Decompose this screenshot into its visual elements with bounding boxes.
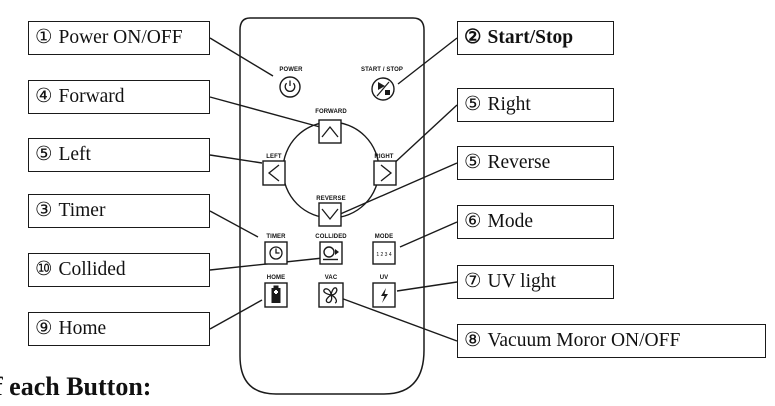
leader-power <box>209 37 274 77</box>
callout-start-stop-text: Start/Stop <box>487 27 574 48</box>
callout-home-text: Home <box>58 318 107 339</box>
section-heading: f each Button: <box>0 372 152 401</box>
chevron-down-icon <box>321 208 339 221</box>
leader-timer <box>209 210 259 238</box>
play-pause-icon <box>376 81 390 97</box>
mode-digits-icon: 1 2 3 4 <box>376 252 392 258</box>
collided-label: COLLIDED <box>315 234 347 240</box>
collision-icon <box>323 246 339 261</box>
forward-button[interactable] <box>318 119 342 144</box>
callout-reverse-number: ⑤ <box>464 152 482 173</box>
leader-uv <box>396 281 458 292</box>
timer-button[interactable] <box>264 241 288 265</box>
callout-right-text: Right <box>487 94 531 115</box>
callout-forward-text: Forward <box>58 86 125 107</box>
uv-button[interactable] <box>372 282 396 308</box>
leader-left <box>209 154 263 164</box>
power-label: POWER <box>279 67 303 73</box>
callout-timer-number: ③ <box>35 200 53 221</box>
chevron-left-icon <box>267 164 280 182</box>
reverse-button[interactable] <box>318 202 342 227</box>
reverse-label: REVERSE <box>316 196 345 202</box>
left-label: LEFT <box>266 154 282 160</box>
callout-mode-text: Mode <box>487 211 533 232</box>
forward-label: FORWARD <box>315 109 347 115</box>
callout-left-text: Left <box>58 144 91 165</box>
right-label: RIGHT <box>374 154 393 160</box>
leader-start-stop <box>397 37 458 85</box>
start-stop-label: START / STOP <box>361 67 403 73</box>
home-label: HOME <box>267 275 285 281</box>
lightning-icon <box>381 288 388 303</box>
callout-left-number: ⑤ <box>35 144 53 165</box>
home-button[interactable] <box>264 282 288 308</box>
callout-vac-text: Vacuum Moror ON/OFF <box>487 330 681 351</box>
clock-icon <box>269 246 283 260</box>
leader-reverse <box>337 162 458 216</box>
collided-button[interactable] <box>319 241 343 265</box>
battery-icon <box>271 285 281 303</box>
callout-start-stop-number: ② <box>464 27 482 48</box>
chevron-right-icon <box>380 164 393 182</box>
callout-uv-text: UV light <box>487 271 556 292</box>
fan-icon <box>323 287 338 304</box>
left-button[interactable] <box>262 160 286 186</box>
callout-collided-number: ⑩ <box>35 259 53 280</box>
vac-button[interactable] <box>318 282 344 308</box>
power-icon <box>284 80 296 92</box>
callout-power-text: Power ON/OFF <box>58 27 183 48</box>
mode-button[interactable]: 1 2 3 4 <box>372 241 396 265</box>
callout-collided-text: Collided <box>58 259 126 280</box>
leader-right <box>389 104 458 168</box>
callout-right-number: ⑤ <box>464 94 482 115</box>
callout-mode-number: ⑥ <box>464 211 482 232</box>
callout-uv-number: ⑦ <box>464 271 482 292</box>
vac-label: VAC <box>325 275 338 281</box>
power-button[interactable] <box>279 76 301 98</box>
uv-label: UV <box>380 275 389 281</box>
callout-power-number: ① <box>35 27 53 48</box>
start-stop-button[interactable] <box>371 77 395 101</box>
callout-timer-text: Timer <box>58 200 106 221</box>
callout-reverse-text: Reverse <box>487 152 551 173</box>
leader-mode <box>399 221 458 248</box>
callout-vac-number: ⑧ <box>464 330 482 351</box>
mode-label: MODE <box>375 234 393 240</box>
chevron-up-icon <box>321 125 339 138</box>
leader-vac <box>337 296 458 342</box>
timer-label: TIMER <box>266 234 286 240</box>
callout-forward-number: ④ <box>35 86 53 107</box>
right-button[interactable] <box>373 160 397 186</box>
callout-home-number: ⑨ <box>35 318 53 339</box>
leader-forward <box>209 96 321 128</box>
leader-home <box>209 299 263 330</box>
